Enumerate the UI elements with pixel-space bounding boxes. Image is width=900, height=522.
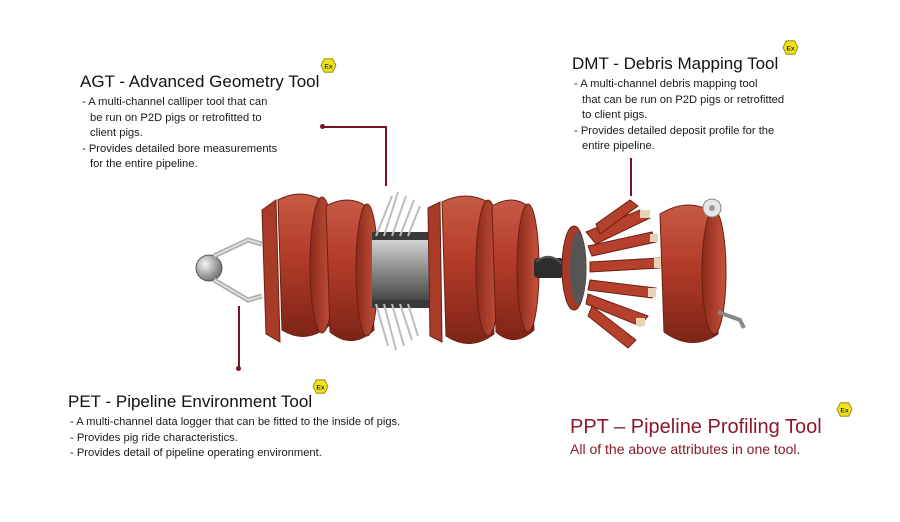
agt-leader-dot xyxy=(320,124,325,129)
pet-leader-dot xyxy=(236,366,241,371)
dmt-line-5: entire pipeline. xyxy=(582,140,655,153)
caliper-arm-array xyxy=(372,191,430,351)
pet-section: PET - Pipeline Environment Tool - A mult… xyxy=(68,392,400,462)
dmt-section: DMT - Debris Mapping Tool - A multi-chan… xyxy=(572,54,784,155)
pet-line-3: - Provides detail of pipeline operating … xyxy=(70,447,322,460)
dmt-mapping-fingers xyxy=(585,199,661,349)
pet-leader xyxy=(238,306,240,370)
dmt-line-1: - A multi-channel debris mapping tool xyxy=(574,78,758,90)
dmt-leader xyxy=(630,158,632,196)
pet-ex-badge-icon: Ex xyxy=(312,379,329,394)
agt-line-2: be run on P2D pigs or retrofitted to xyxy=(90,111,262,124)
agt-line-3: client pigs. xyxy=(90,127,143,140)
dmt-line-4: - Provides detailed deposit profile for … xyxy=(574,124,775,137)
pet-line-2: - Provides pig ride characteristics. xyxy=(70,431,238,444)
ppt-ex-badge-icon: Ex xyxy=(836,402,853,417)
ppt-section: PPT – Pipeline Profiling Tool All of the… xyxy=(570,416,822,457)
pet-cup-2 xyxy=(491,199,540,340)
dmt-title: DMT - Debris Mapping Tool xyxy=(572,54,779,73)
agt-description: - A multi-channel calliper tool that can… xyxy=(80,95,319,173)
agt-section: AGT - Advanced Geometry Tool - A multi-c… xyxy=(80,72,319,173)
pet-description: - A multi-channel data logger that can b… xyxy=(68,415,400,462)
dmt-ex-badge-icon: Ex xyxy=(782,40,799,55)
agt-cup-1 xyxy=(277,193,335,337)
svg-text:Ex: Ex xyxy=(316,384,324,391)
left-flange xyxy=(261,199,281,343)
svg-text:Ex: Ex xyxy=(840,407,848,414)
agt-leader-vertical xyxy=(385,126,387,186)
agt-line-5: for the entire pipeline. xyxy=(90,158,198,171)
tow-hook xyxy=(195,237,263,303)
agt-line-4: - Provides detailed bore measurements xyxy=(82,142,278,155)
pet-line-1: - A multi-channel data logger that can b… xyxy=(70,416,401,428)
svg-text:Ex: Ex xyxy=(786,45,794,52)
dmt-line-2: that can be run on P2D pigs or retrofitt… xyxy=(582,93,785,106)
dmt-description: - A multi-channel debris mapping tool th… xyxy=(572,77,784,155)
agt-title: AGT - Advanced Geometry Tool xyxy=(80,72,320,91)
ppt-title: PPT – Pipeline Profiling Tool xyxy=(570,416,822,438)
dmt-front-cup xyxy=(659,198,746,343)
ppt-subtitle: All of the above attributes in one tool. xyxy=(570,441,801,457)
svg-text:Ex: Ex xyxy=(324,63,332,70)
agt-line-1: - A multi-channel calliper tool that can xyxy=(82,96,268,108)
mid-flange xyxy=(427,201,443,343)
agt-leader-horizontal xyxy=(322,126,386,128)
universal-coupling xyxy=(534,255,565,278)
pet-cup-1 xyxy=(441,195,501,344)
agt-ex-badge-icon: Ex xyxy=(320,58,337,73)
dmt-line-3: to client pigs. xyxy=(582,109,648,122)
dmt-flange xyxy=(561,225,587,311)
pet-title: PET - Pipeline Environment Tool xyxy=(68,392,313,411)
dmt-finger-tips xyxy=(636,210,662,326)
agt-cup-2 xyxy=(325,199,379,341)
